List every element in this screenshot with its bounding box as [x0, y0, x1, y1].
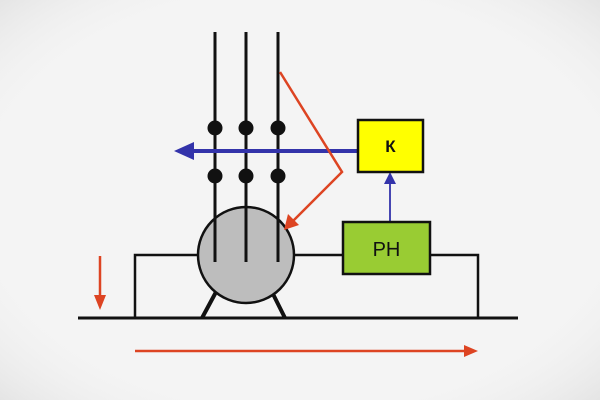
contact-dot-top-3: [270, 120, 286, 136]
pn-box: [341, 220, 432, 276]
red-arrow-head-down: [94, 295, 106, 310]
circuit-wire-right: [430, 253, 480, 318]
red-pointer-line: [278, 71, 344, 223]
red-arrow-head-right: [464, 345, 478, 357]
contact-dot-bottom-3: [270, 168, 286, 184]
contact-dot-top-2: [238, 120, 254, 136]
contact-dot-bottom-2: [238, 168, 254, 184]
k-box-label: К: [385, 137, 396, 156]
motor-foot-left: [200, 291, 218, 319]
blue-arrow-head-left: [174, 142, 194, 160]
contact-dot-top-1: [207, 120, 223, 136]
circuit-wire-left: [133, 253, 205, 318]
blue-arrow-head-up: [384, 172, 396, 184]
motor-foot-right: [270, 291, 287, 319]
pn-box-label: РН: [373, 239, 401, 261]
red-arrow-head-motor: [284, 214, 299, 230]
contact-dot-bottom-1: [207, 168, 223, 184]
k-box: [356, 118, 425, 174]
